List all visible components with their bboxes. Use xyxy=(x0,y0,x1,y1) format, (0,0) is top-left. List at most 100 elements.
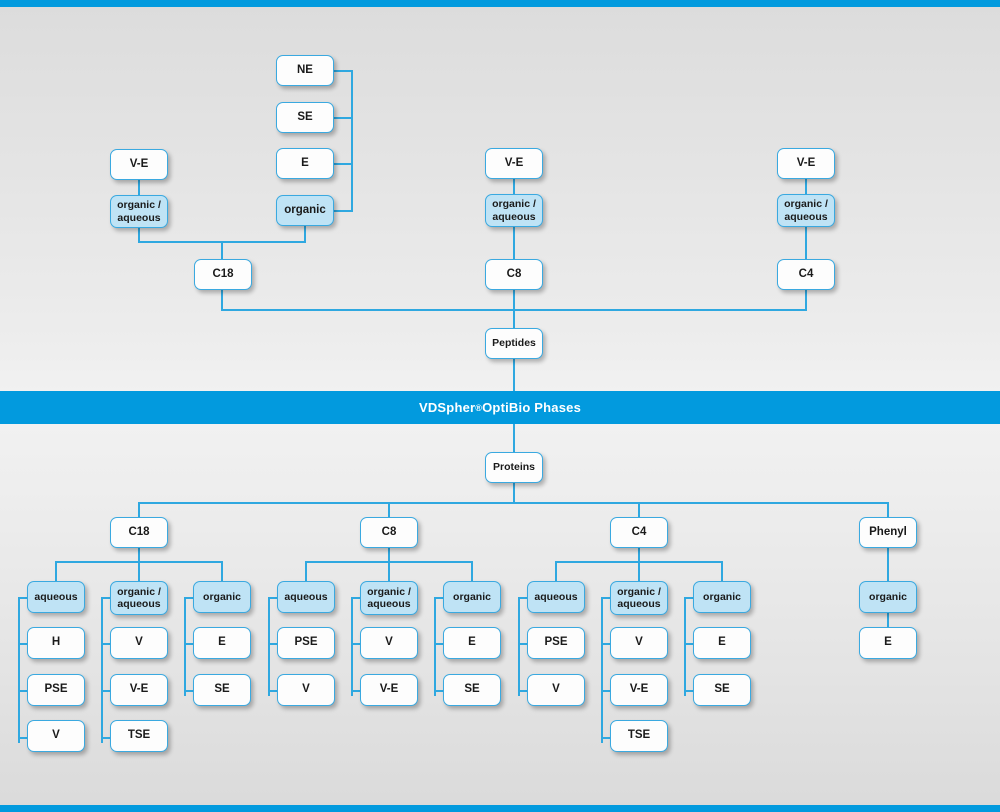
node-ve-c18-peptides[interactable]: V-E xyxy=(110,149,168,180)
line-drop-phenyl xyxy=(887,502,889,518)
line-phenyl-organic-to-e xyxy=(887,613,889,627)
node-c4-aqueous-item-pse[interactable]: PSE xyxy=(527,627,585,659)
node-c18-aqueous[interactable]: aqueous xyxy=(27,581,85,613)
node-line-2: aqueous xyxy=(617,598,661,610)
node-c8-aqueous[interactable]: aqueous xyxy=(277,581,335,613)
node-c18-orgaq-item-v[interactable]: V xyxy=(110,627,168,659)
line-c18-orgaq-cat xyxy=(101,597,111,599)
line-ve-to-orgaq-c4 xyxy=(805,179,807,195)
line-proteins-down xyxy=(513,483,515,503)
node-phenyl-proteins[interactable]: Phenyl xyxy=(859,517,917,548)
line-c18-aq-item1 xyxy=(18,643,28,645)
node-organic-aqueous-c4-peptides[interactable]: organic / aqueous xyxy=(777,194,835,227)
line-merge-to-c18 xyxy=(221,241,223,260)
node-c4-orgaq-item-ve[interactable]: V-E xyxy=(610,674,668,706)
registered-mark-icon: ® xyxy=(475,402,483,413)
bus-c4-organic xyxy=(684,597,686,696)
line-c4-org-cat xyxy=(684,597,694,599)
line-c18-sub-down xyxy=(138,548,140,562)
node-c8-orgaq-item-ve[interactable]: V-E xyxy=(360,674,418,706)
line-c8-aq-cat xyxy=(268,597,278,599)
node-line-1: organic / xyxy=(367,585,411,598)
line-organic-down-c18 xyxy=(304,226,306,242)
line-ve-to-orgaq-c8 xyxy=(513,179,515,195)
line-c8-orgaq-drop xyxy=(388,561,390,581)
node-c18-organic[interactable]: organic xyxy=(193,581,251,613)
bus-c18-orgaq xyxy=(101,597,103,743)
node-c18-aqueous-item-pse[interactable]: PSE xyxy=(27,674,85,706)
node-c8-aqueous-item-v[interactable]: V xyxy=(277,674,335,706)
node-organic-aqueous-c8-peptides[interactable]: organic / aqueous xyxy=(485,194,543,227)
node-c8-aqueous-item-pse[interactable]: PSE xyxy=(277,627,335,659)
node-c4-organic-item-se[interactable]: SE xyxy=(693,674,751,706)
node-c4-organic-aqueous[interactable]: organic / aqueous xyxy=(610,581,668,615)
node-line-2: aqueous xyxy=(492,210,536,223)
node-line-2: aqueous xyxy=(117,211,161,224)
line-c8-orgaq-item2 xyxy=(351,690,361,692)
node-line-1: organic / xyxy=(784,198,828,211)
node-se[interactable]: SE xyxy=(276,102,334,133)
line-c4-aq-item2 xyxy=(518,690,528,692)
line-c4-org-item1 xyxy=(684,643,694,645)
node-phenyl-organic-item-e[interactable]: E xyxy=(859,627,917,659)
node-c8-organic[interactable]: organic xyxy=(443,581,501,613)
line-c4-aqueous-drop xyxy=(555,561,557,581)
node-c4-orgaq-item-v[interactable]: V xyxy=(610,627,668,659)
line-drop-c8 xyxy=(388,502,390,518)
node-c8-organic-item-e[interactable]: E xyxy=(443,627,501,659)
line-se-to-bus xyxy=(333,117,353,119)
node-c8-proteins[interactable]: C8 xyxy=(360,517,418,548)
node-c18-organic-item-e[interactable]: E xyxy=(193,627,251,659)
node-c8-organic-item-se[interactable]: SE xyxy=(443,674,501,706)
node-ve-c4-peptides[interactable]: V-E xyxy=(777,148,835,179)
line-e-to-bus xyxy=(333,163,353,165)
node-organic-c18-peptides[interactable]: organic xyxy=(276,195,334,226)
node-c4-peptides[interactable]: C4 xyxy=(777,259,835,290)
node-c8-organic-aqueous[interactable]: organic / aqueous xyxy=(360,581,418,615)
node-c4-orgaq-item-tse[interactable]: TSE xyxy=(610,720,668,752)
node-c18-orgaq-item-tse[interactable]: TSE xyxy=(110,720,168,752)
node-proteins-root[interactable]: Proteins xyxy=(485,452,543,483)
line-c4-organic-drop xyxy=(721,561,723,581)
line-c18-down xyxy=(221,290,223,310)
line-c18-org-item1 xyxy=(184,643,194,645)
line-c4-aq-cat xyxy=(518,597,528,599)
node-c18-peptides[interactable]: C18 xyxy=(194,259,252,290)
node-c8-orgaq-item-v[interactable]: V xyxy=(360,627,418,659)
line-orgaq-to-c8 xyxy=(513,227,515,260)
line-organic-to-bus xyxy=(333,210,353,212)
line-c18-aq-item3 xyxy=(18,737,28,739)
node-ne[interactable]: NE xyxy=(276,55,334,86)
node-phenyl-organic[interactable]: organic xyxy=(859,581,917,613)
node-c18-aqueous-item-h[interactable]: H xyxy=(27,627,85,659)
node-c4-proteins[interactable]: C4 xyxy=(610,517,668,548)
line-c8-aqueous-drop xyxy=(305,561,307,581)
node-peptides-root[interactable]: Peptides xyxy=(485,328,543,359)
node-c4-organic[interactable]: organic xyxy=(693,581,751,613)
node-c4-aqueous-item-v[interactable]: V xyxy=(527,674,585,706)
line-c4-aq-item1 xyxy=(518,643,528,645)
line-c8-organic-drop xyxy=(471,561,473,581)
node-e[interactable]: E xyxy=(276,148,334,179)
line-drop-c4 xyxy=(638,502,640,518)
top-accent-bar xyxy=(0,0,1000,7)
line-c4-orgaq-cat xyxy=(601,597,611,599)
line-c18-aq-cat xyxy=(18,597,28,599)
line-orgaq-down-c18 xyxy=(138,228,140,242)
node-c18-proteins[interactable]: C18 xyxy=(110,517,168,548)
line-merge-to-peptides xyxy=(513,290,515,329)
line-c18-org-item2 xyxy=(184,690,194,692)
bus-c4-aqueous xyxy=(518,597,520,696)
node-c8-peptides[interactable]: C8 xyxy=(485,259,543,290)
node-c18-aqueous-item-v[interactable]: V xyxy=(27,720,85,752)
node-ve-c8-peptides[interactable]: V-E xyxy=(485,148,543,179)
line-phenyl-to-organic xyxy=(887,548,889,581)
node-organic-aqueous-c18-peptides[interactable]: organic / aqueous xyxy=(110,195,168,228)
node-c18-orgaq-item-ve[interactable]: V-E xyxy=(110,674,168,706)
bottom-accent-bar xyxy=(0,805,1000,812)
node-c18-organic-aqueous[interactable]: organic / aqueous xyxy=(110,581,168,615)
node-c4-organic-item-e[interactable]: E xyxy=(693,627,751,659)
node-c18-organic-item-se[interactable]: SE xyxy=(193,674,251,706)
node-c4-aqueous[interactable]: aqueous xyxy=(527,581,585,613)
section-banner: VDSpher® OptiBio Phases xyxy=(0,391,1000,424)
